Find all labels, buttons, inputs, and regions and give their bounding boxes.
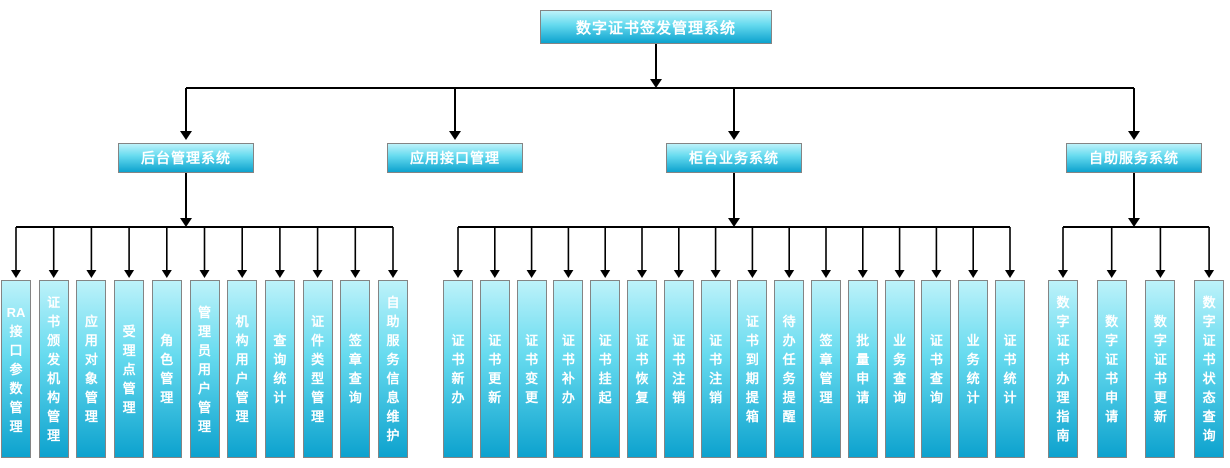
- node-branch-3-label: 自助服务系统: [1089, 150, 1179, 166]
- node-leaf-3-2: 数字证书更新: [1145, 280, 1176, 458]
- node-branch-0-label: 后台管理系统: [141, 150, 231, 166]
- node-leaf-0-1-label: 证书颁发机构管理: [47, 295, 61, 443]
- node-branch-3: 自助服务系统: [1066, 143, 1202, 173]
- node-leaf-2-14: 业务统计: [958, 280, 989, 458]
- node-leaf-0-9-label: 签章查询: [348, 333, 362, 405]
- node-branch-1: 应用接口管理: [387, 143, 523, 173]
- node-leaf-3-1: 数字证书申请: [1096, 280, 1127, 458]
- node-leaf-0-10: 自助服务信息维护: [378, 280, 408, 458]
- node-leaf-2-15: 证书统计: [995, 280, 1025, 458]
- node-leaf-2-11-label: 批量申请: [856, 333, 870, 405]
- node-leaf-2-3-label: 证书补办: [561, 333, 575, 405]
- node-leaf-3-2-label: 数字证书更新: [1153, 314, 1167, 424]
- node-leaf-0-5: 管理员用户管理: [189, 280, 220, 458]
- node-leaf-0-3: 受理点管理: [114, 280, 145, 458]
- node-leaf-0-6-label: 机构用户管理: [235, 314, 249, 424]
- node-leaf-2-0-label: 证书新办: [451, 333, 465, 405]
- node-leaf-3-3-label: 数字证书状态查询: [1202, 295, 1216, 443]
- node-leaf-2-8: 证书到期提箱: [737, 280, 768, 458]
- node-leaf-2-4: 证书挂起: [590, 280, 621, 458]
- node-leaf-2-7: 证书注销: [700, 280, 731, 458]
- node-leaf-2-1-label: 证书更新: [488, 333, 502, 405]
- node-root: 数字证书签发管理系统: [540, 10, 772, 44]
- node-leaf-0-2-label: 应用对象管理: [84, 314, 98, 424]
- node-leaf-0-4-label: 角色管理: [160, 333, 174, 405]
- node-branch-0: 后台管理系统: [118, 143, 254, 173]
- node-branch-2: 柜台业务系统: [666, 143, 802, 173]
- node-leaf-2-5: 证书恢复: [627, 280, 657, 458]
- node-leaf-0-6: 机构用户管理: [227, 280, 258, 458]
- node-leaf-0-7: 查询统计: [264, 280, 295, 458]
- node-leaf-2-12: 业务查询: [884, 280, 915, 458]
- node-leaf-2-5-label: 证书恢复: [635, 333, 649, 405]
- node-leaf-2-14-label: 业务统计: [966, 333, 980, 405]
- node-leaf-0-9: 签章查询: [340, 280, 371, 458]
- node-root-label: 数字证书签发管理系统: [575, 19, 736, 37]
- node-leaf-2-2: 证书变更: [516, 280, 547, 458]
- node-leaf-2-9: 待办任务提醒: [774, 280, 805, 458]
- node-leaf-2-7-label: 证书注销: [709, 333, 723, 405]
- node-leaf-2-12-label: 业务查询: [893, 333, 907, 405]
- node-leaf-0-8-label: 证件类型管理: [311, 314, 325, 424]
- node-leaf-3-0-label: 数字证书办理指南: [1056, 295, 1070, 443]
- node-leaf-0-1: 证书颁发机构管理: [38, 280, 69, 458]
- node-leaf-0-2: 应用对象管理: [76, 280, 107, 458]
- node-leaf-2-9-label: 待办任务提醒: [782, 314, 796, 424]
- node-leaf-2-10-label: 签章管理: [819, 333, 833, 405]
- node-leaf-0-8: 证件类型管理: [302, 280, 333, 458]
- node-branch-1-label: 应用接口管理: [410, 150, 500, 166]
- node-leaf-0-3-label: 受理点管理: [122, 323, 136, 415]
- node-leaf-2-13-label: 证书查询: [929, 333, 943, 405]
- node-leaf-2-6: 证书注销: [663, 280, 694, 458]
- node-leaf-2-10: 签章管理: [811, 280, 841, 458]
- node-leaf-2-8-label: 证书到期提箱: [745, 314, 759, 424]
- node-leaf-2-0: 证书新办: [443, 280, 473, 458]
- node-leaf-0-4: 角色管理: [151, 280, 182, 458]
- node-leaf-3-3: 数字证书状态查询: [1194, 280, 1225, 458]
- node-leaf-2-4-label: 证书挂起: [598, 333, 612, 405]
- node-leaf-2-15-label: 证书统计: [1003, 333, 1017, 405]
- node-leaf-0-7-label: 查询统计: [273, 333, 287, 405]
- node-leaf-0-10-label: 自助服务信息维护: [386, 295, 400, 443]
- node-leaf-2-13: 证书查询: [921, 280, 952, 458]
- node-leaf-2-2-label: 证书变更: [525, 333, 539, 405]
- node-leaf-3-1-label: 数字证书申请: [1105, 314, 1119, 424]
- node-leaf-2-1: 证书更新: [479, 280, 510, 458]
- node-leaf-3-0: 数字证书办理指南: [1048, 280, 1078, 458]
- node-branch-2-label: 柜台业务系统: [689, 150, 779, 166]
- node-leaf-0-5-label: 管理员用户管理: [197, 304, 211, 434]
- node-leaf-2-3: 证书补办: [553, 280, 584, 458]
- node-leaf-2-6-label: 证书注销: [672, 333, 686, 405]
- node-leaf-2-11: 批量申请: [847, 280, 878, 458]
